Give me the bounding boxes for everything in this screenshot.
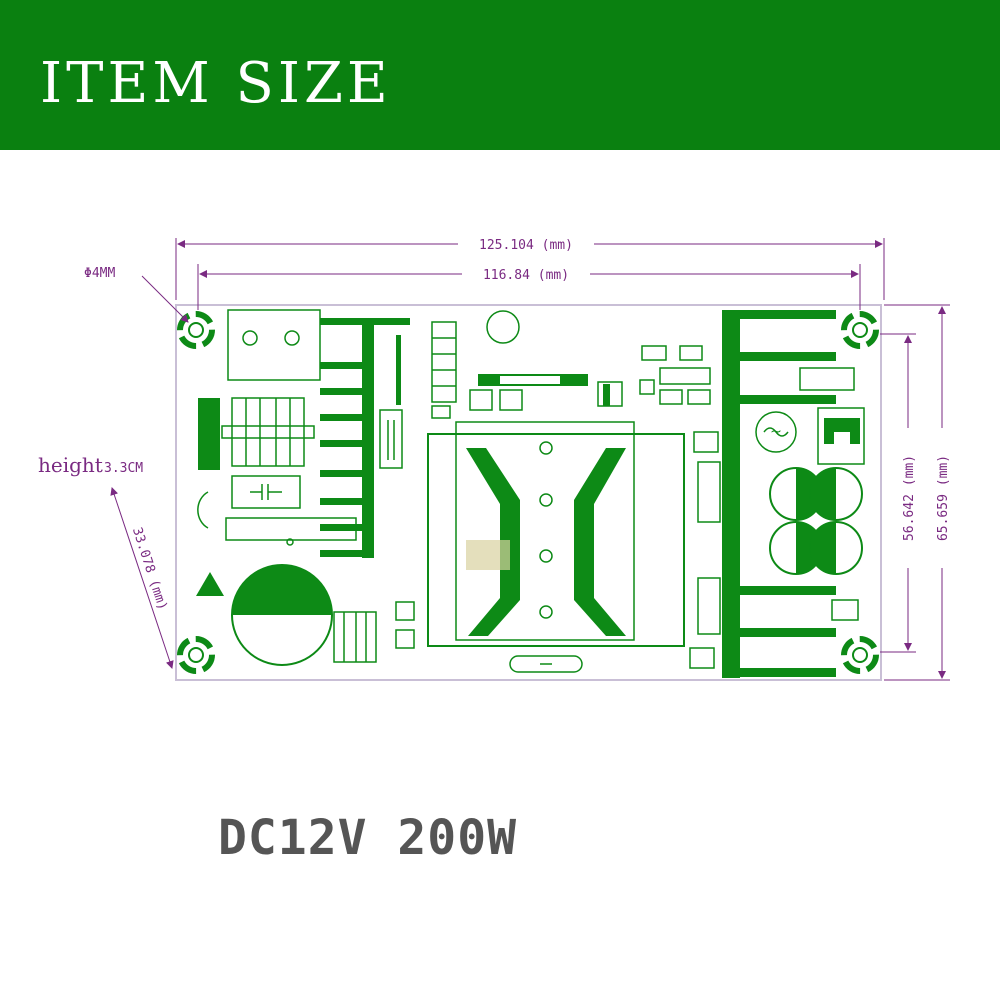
pcb-dimension-drawing: ~ 125.104 (mm) 116.84 (mm) 56.642 (mm): [38, 238, 951, 681]
dimension-label-overall-width: 125.104 (mm): [479, 238, 573, 253]
board-outline: [175, 304, 882, 681]
esd-symbol: [196, 572, 224, 596]
bottom-capacitor: [509, 655, 583, 673]
mounting-hole-top-left: [177, 311, 215, 349]
mounting-hole-bottom-right: [841, 636, 879, 674]
dimension-hole-width: 116.84 (mm): [197, 264, 861, 310]
spec-label: DC12V 200W: [218, 810, 517, 866]
dimension-overall-width: 125.104 (mm): [175, 238, 885, 300]
component-height-label: height: [38, 453, 103, 477]
output-parts: [755, 367, 865, 621]
dimension-label-hole-width: 116.84 (mm): [483, 268, 569, 283]
output-connector: [824, 418, 860, 444]
mounting-hole-bottom-left: [177, 636, 215, 674]
dimension-hole-diameter: Φ4MM: [84, 266, 189, 323]
component-height-value: 3.3CM: [104, 461, 143, 476]
mounting-hole-top-right: [841, 311, 879, 349]
resistor-array: [431, 321, 457, 419]
diode-marks: [379, 409, 403, 469]
transformer: [427, 421, 685, 647]
input-terminal-block: [227, 309, 321, 381]
sense-resistor: [478, 374, 588, 386]
left-heatsink: [320, 318, 410, 558]
header-banner: ITEM SIZE: [0, 0, 1000, 150]
dimension-hole-height: 56.642 (mm): [880, 333, 917, 653]
dimension-diagonal: 33.078 (mm): [110, 487, 174, 669]
dimension-overall-height: 65.659 (mm): [884, 304, 951, 681]
fuse-holder: [198, 398, 220, 470]
transistor-outline: [486, 310, 520, 344]
dimension-label-hole-diameter: Φ4MM: [84, 266, 115, 281]
resistor-highlight: [603, 384, 610, 406]
secondary-smd-parts: [689, 431, 721, 669]
dimension-label-overall-height: 65.659 (mm): [936, 455, 951, 541]
component-height-note: height 3.3CM: [38, 453, 143, 477]
bulk-capacitor: [231, 564, 333, 666]
banner-title: ITEM SIZE: [40, 51, 392, 116]
output-capacitors: [769, 467, 863, 575]
dimension-label-hole-height: 56.642 (mm): [902, 455, 917, 541]
common-mode-choke: [221, 397, 315, 467]
board-silk-marking: ~: [770, 424, 782, 440]
resistor-strip: [225, 517, 357, 546]
x-capacitor: [231, 475, 301, 509]
small-caps-lower: [333, 601, 415, 663]
right-heatsink: [722, 310, 836, 678]
varistor: [197, 491, 209, 529]
